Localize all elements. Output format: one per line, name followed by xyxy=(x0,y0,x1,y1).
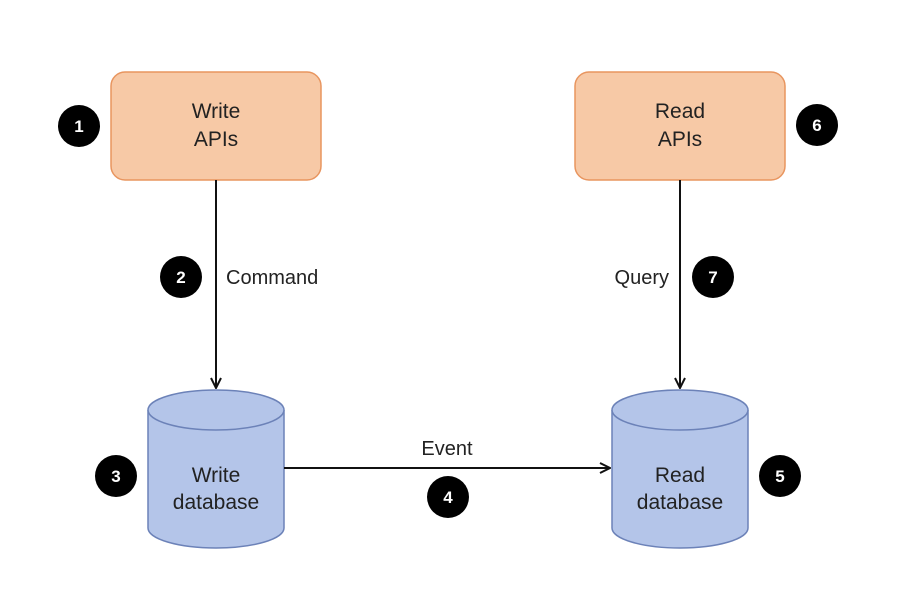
read-db-node: Read database xyxy=(611,389,749,549)
step-badge-7-circle xyxy=(692,256,734,298)
command-label: Command xyxy=(226,267,318,289)
step-badge-7: 7 xyxy=(692,256,734,298)
write-api-node: Write APIs xyxy=(110,71,322,181)
write-db-label-line2: database xyxy=(173,491,259,514)
read-api-box xyxy=(574,71,786,181)
read-db-cylinder-top xyxy=(611,389,749,431)
step-badge-2-circle xyxy=(160,256,202,298)
step-badge-6: 6 xyxy=(796,104,838,146)
read-api-label-line2: APIs xyxy=(658,128,702,151)
step-badge-3-circle xyxy=(95,455,137,497)
read-db-label-line1: Read xyxy=(655,464,705,487)
step-badge-1-circle xyxy=(58,105,100,147)
step-badge-4: 4 xyxy=(427,476,469,518)
step-badge-3: 3 xyxy=(95,455,137,497)
step-badge-5-circle xyxy=(759,455,801,497)
write-db-label-line1: Write xyxy=(192,464,241,487)
step-badge-7-number: 7 xyxy=(708,268,717,287)
read-api-node: Read APIs xyxy=(574,71,786,181)
step-badge-2: 2 xyxy=(160,256,202,298)
step-badge-6-circle xyxy=(796,104,838,146)
write-db-cylinder-body xyxy=(147,410,285,549)
step-badge-5-number: 5 xyxy=(775,467,784,486)
write-api-label-line1: Write xyxy=(192,100,241,123)
step-badge-6-number: 6 xyxy=(812,116,821,135)
step-badge-4-number: 4 xyxy=(443,488,453,507)
write-api-box xyxy=(110,71,322,181)
step-badge-2-number: 2 xyxy=(176,268,185,287)
step-badge-5: 5 xyxy=(759,455,801,497)
step-badge-1-number: 1 xyxy=(74,117,83,136)
step-badge-4-circle xyxy=(427,476,469,518)
query-label: Query xyxy=(615,267,669,289)
read-api-label-line1: Read xyxy=(655,100,705,123)
event-label: Event xyxy=(421,438,473,460)
write-db-cylinder-top xyxy=(147,389,285,431)
write-api-label-line2: APIs xyxy=(194,128,238,151)
step-badge-1: 1 xyxy=(58,105,100,147)
read-db-label-line2: database xyxy=(637,491,723,514)
write-db-node: Write database xyxy=(147,389,285,549)
step-badge-3-number: 3 xyxy=(111,467,120,486)
read-db-cylinder-body xyxy=(611,410,749,549)
